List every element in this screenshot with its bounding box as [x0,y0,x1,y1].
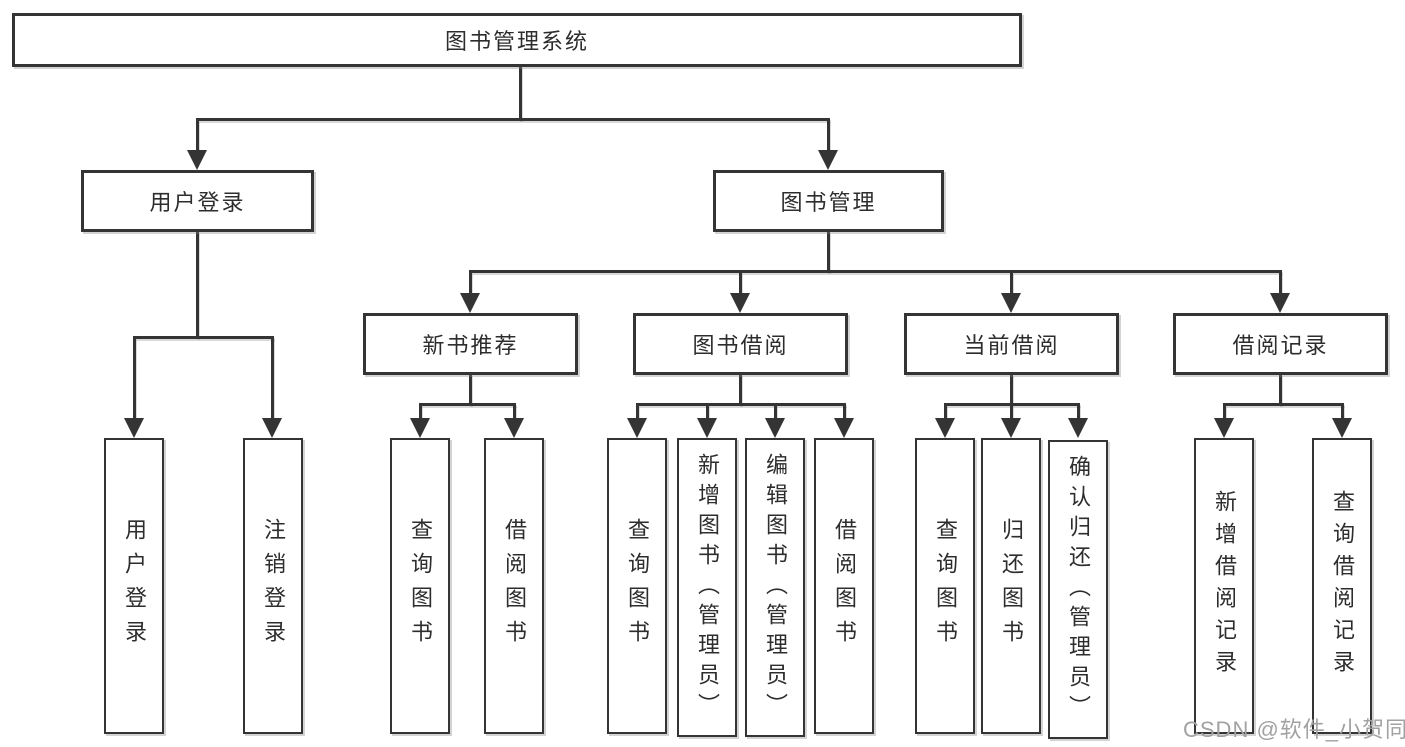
node-book-borrow: 图书借阅 [633,313,848,375]
arrowhead-down-icon [1214,418,1234,438]
connector-to-book-management [827,121,830,152]
node-root-label: 图书管理系统 [444,29,589,54]
leaf-current-confirm-return-admin-label: 确认归还（管理员） [1066,454,1091,725]
leaf-newbook-query-books-label: 查询图书 [408,518,433,654]
leaf-user-login-label: 用户登录 [122,518,147,654]
node-book-borrow-label: 图书借阅 [692,333,789,358]
leaf-records-query-record-label: 查询借阅记录 [1330,490,1355,682]
connector-leaf-stem [774,406,777,418]
leaf-borrow-query-books-label: 查询图书 [625,518,650,654]
connector-to-leaf-user-login [133,339,136,418]
connector-book-borrow-hline [636,403,846,406]
leaf-borrow-borrow-books-label: 借阅图书 [832,518,857,654]
node-root: 图书管理系统 [12,13,1022,67]
node-new-book-recommend-label: 新书推荐 [422,333,519,358]
arrowhead-down-icon [1270,293,1290,313]
arrowhead-down-icon [697,418,717,438]
node-user-login-label: 用户登录 [149,190,246,215]
leaf-records-query-record: 查询借阅记录 [1312,438,1372,734]
node-book-management: 图书管理 [713,170,944,232]
arrowhead-down-icon [460,293,480,313]
csdn-watermark: CSDN @软件_小贺同学 [1183,717,1405,742]
leaf-newbook-query-books: 查询图书 [390,438,450,734]
leaf-newbook-borrow-books: 借阅图书 [484,438,544,734]
leaf-records-add-record: 新增借阅记录 [1194,438,1254,734]
leaf-logout-label: 注销登录 [261,518,286,654]
connector-current-borrow-stem [1010,375,1013,406]
connector-leaf-stem [636,406,639,418]
connector-to-borrow-records [1279,273,1282,293]
connector-to-current-borrow [1010,273,1013,293]
connector-book-borrow-stem [739,375,742,406]
arrowhead-down-icon [1068,418,1088,438]
connector-leaf-stem [944,406,947,418]
arrowhead-down-icon [504,418,524,438]
leaf-current-return-books: 归还图书 [981,438,1041,734]
leaf-current-query-books: 查询图书 [915,438,975,734]
connector-leaf-stem [1077,406,1080,418]
connector-level1-hline [196,118,830,121]
connector-book-mgmt-stem [827,232,830,273]
leaf-current-return-books-label: 归还图书 [999,518,1024,654]
connector-to-leaf-logout [271,339,274,418]
connector-leaf-stem [1223,406,1226,418]
leaf-borrow-edit-books-admin-label: 编辑图书（管理员） [763,452,788,723]
connector-leaf-stem [843,406,846,418]
leaf-user-login: 用户登录 [104,438,164,734]
arrowhead-down-icon [730,293,750,313]
arrowhead-down-icon [1001,293,1021,313]
leaf-current-query-books-label: 查询图书 [933,518,958,654]
connector-to-new-book [469,273,472,293]
connector-current-borrow-hline [944,403,1080,406]
arrowhead-down-icon [765,418,785,438]
leaf-logout: 注销登录 [243,438,303,734]
arrowhead-down-icon [262,418,282,438]
arrowhead-down-icon [834,418,854,438]
arrowhead-down-icon [124,418,144,438]
connector-to-user-login [196,121,199,152]
arrowhead-down-icon [1001,418,1021,438]
leaf-borrow-edit-books-admin: 编辑图书（管理员） [745,438,805,737]
connector-leaf-stem [706,406,709,418]
leaf-borrow-add-books-admin: 新增图书（管理员） [677,438,737,737]
connector-leaf-stem [1010,406,1013,418]
connector-root-trunk [519,67,522,121]
arrowhead-down-icon [1332,418,1352,438]
connector-new-book-hline [419,403,516,406]
arrowhead-down-icon [935,418,955,438]
connector-borrow-records-hline [1223,403,1344,406]
leaf-current-confirm-return-admin: 确认归还（管理员） [1048,440,1108,739]
connector-user-login-hline [133,336,274,339]
connector-new-book-stem [469,375,472,406]
node-borrow-records: 借阅记录 [1173,313,1388,375]
connector-borrow-records-stem [1279,375,1282,406]
node-borrow-records-label: 借阅记录 [1232,333,1329,358]
arrowhead-down-icon [627,418,647,438]
node-book-management-label: 图书管理 [780,190,877,215]
connector-user-login-stem [196,232,199,339]
node-user-login: 用户登录 [81,170,314,232]
connector-leaf-stem [419,406,422,418]
node-current-borrow-label: 当前借阅 [963,333,1060,358]
leaf-records-add-record-label: 新增借阅记录 [1212,490,1237,682]
connector-level2-hline [469,270,1282,273]
connector-leaf-stem [513,406,516,418]
leaf-newbook-borrow-books-label: 借阅图书 [502,518,527,654]
leaf-borrow-query-books: 查询图书 [607,438,667,734]
arrowhead-down-icon [187,150,207,170]
node-new-book-recommend: 新书推荐 [363,313,578,375]
arrowhead-down-icon [818,150,838,170]
arrowhead-down-icon [410,418,430,438]
connector-to-book-borrow [739,273,742,293]
connector-leaf-stem [1341,406,1344,418]
leaf-borrow-borrow-books: 借阅图书 [814,438,874,734]
node-current-borrow: 当前借阅 [904,313,1119,375]
leaf-borrow-add-books-admin-label: 新增图书（管理员） [695,452,720,723]
